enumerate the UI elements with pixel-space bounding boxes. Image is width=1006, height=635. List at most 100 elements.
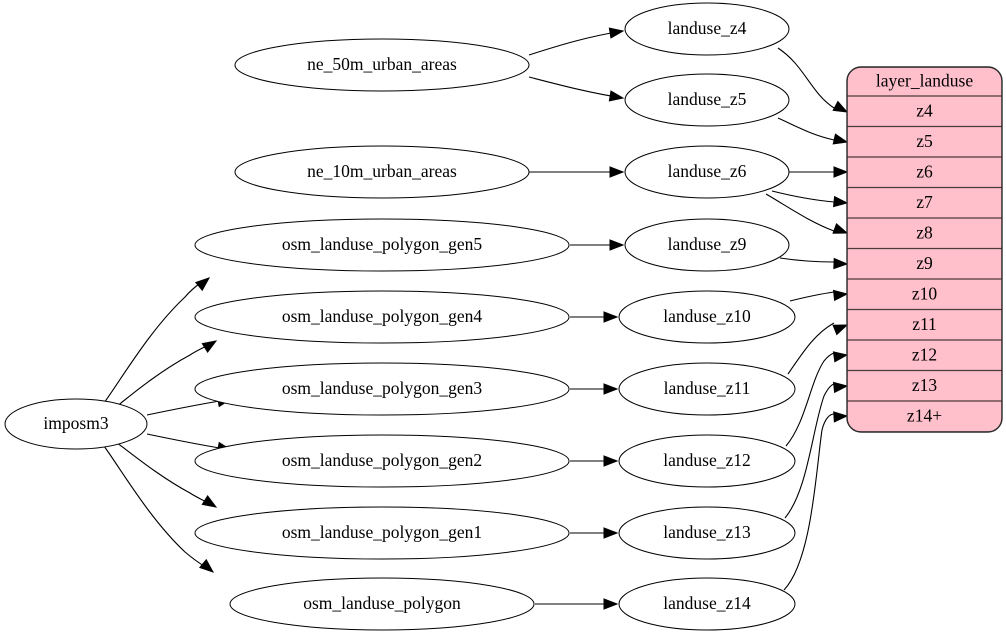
arrowhead-row_z14 [833,411,849,423]
layer-table-background [847,67,1002,432]
node-shape-osm_landuse_polygon_gen2 [194,434,570,488]
node-label-osm_landuse_polygon_gen3: osm_landuse_polygon_gen3 [282,378,483,398]
node-landuse_z5[interactable]: landuse_z5 [624,73,790,127]
layer-table-row-z7[interactable]: z7 [916,192,933,212]
node-label-imposm3: imposm3 [43,413,108,433]
edge-landuse_z5-to-row_z5 [777,117,835,141]
node-shape-landuse_z12 [618,434,796,488]
layer-table-row-z8[interactable]: z8 [916,222,933,242]
edge-landuse_z14-to-row_z14 [783,413,835,591]
node-label-landuse_z10: landuse_z10 [663,306,751,326]
arrowhead-landuse_z14 [603,598,619,610]
layer-table-row-z11[interactable]: z11 [912,314,937,334]
arrowhead-landuse_z5 [608,90,625,102]
arrowhead-row_z11 [832,324,849,336]
node-label-osm_landuse_polygon_gen5: osm_landuse_polygon_gen5 [282,234,483,254]
edge-landuse_z9-to-row_z9 [779,257,835,263]
node-shape-landuse_z5 [624,73,790,127]
node-landuse_z14[interactable]: landuse_z14 [618,577,796,631]
node-landuse_z4[interactable]: landuse_z4 [624,2,790,56]
arrowhead-landuse_z13 [603,527,619,539]
layer-table-row-z14plus[interactable]: z14+ [907,405,942,425]
layer-table-row-z9[interactable]: z9 [916,253,933,273]
layer-table-border [846,66,1003,433]
node-osm_landuse_polygon_gen1[interactable]: osm_landuse_polygon_gen1 [194,506,570,560]
edge-landuse_z6-to-row_z7 [771,190,835,203]
node-landuse_z10[interactable]: landuse_z10 [618,290,796,344]
node-osm_landuse_polygon_gen3[interactable]: osm_landuse_polygon_gen3 [194,362,570,416]
edge-landuse_z10-to-row_z10 [789,291,835,302]
arrowhead-row_z5 [832,133,849,145]
node-label-landuse_z5: landuse_z5 [668,89,747,109]
edge-imposm3-to-osm_landuse_polygon_gen5 [103,280,204,404]
arrowhead-landuse_z11 [603,383,619,395]
edge-imposm3-to-osm_landuse_polygon_gen2 [146,433,226,450]
arrowhead-osm_landuse_polygon [198,558,215,573]
node-imposm3[interactable]: imposm3 [4,398,148,450]
node-osm_landuse_polygon_gen5[interactable]: osm_landuse_polygon_gen5 [194,218,570,272]
node-label-landuse_z6: landuse_z6 [668,161,747,181]
node-landuse_z6[interactable]: landuse_z6 [624,145,790,199]
node-shape-landuse_z9 [624,218,790,272]
node-shape-landuse_z4 [624,2,790,56]
arrowhead-osm_landuse_polygon_gen1 [201,494,218,508]
node-shape-ne_10m_urban_areas [234,145,530,199]
node-landuse_z12[interactable]: landuse_z12 [618,434,796,488]
arrowhead-row_z10 [832,289,849,302]
edge-imposm3-to-osm_landuse_polygon_gen3 [146,399,226,416]
node-osm_landuse_polygon_gen2[interactable]: osm_landuse_polygon_gen2 [194,434,570,488]
edge-landuse_z6-to-row_z8 [765,193,835,232]
node-label-landuse_z11: landuse_z11 [664,378,751,398]
arrowhead-landuse_z9 [609,239,625,251]
node-landuse_z9[interactable]: landuse_z9 [624,218,790,272]
arrowhead-row_z4 [832,100,849,113]
node-label-landuse_z13: landuse_z13 [663,522,751,542]
node-label-ne_50m_urban_areas: ne_50m_urban_areas [307,54,457,74]
layer-table-row-z4[interactable]: z4 [916,100,933,120]
node-label-osm_landuse_polygon_gen2: osm_landuse_polygon_gen2 [282,450,482,470]
node-osm_landuse_polygon[interactable]: osm_landuse_polygon [229,577,535,631]
edge-landuse_z11-to-row_z11 [787,322,835,375]
arrowhead-row_z8 [832,223,849,234]
node-ne_50m_urban_areas[interactable]: ne_50m_urban_areas [234,38,530,92]
edge-landuse_z13-to-row_z13 [784,383,835,519]
arrowhead-landuse_z10 [603,311,619,323]
arrowhead-osm_landuse_polygon_gen4 [201,340,218,354]
edge-imposm3-to-osm_landuse_polygon [103,445,208,569]
node-landuse_z13[interactable]: landuse_z13 [618,506,796,560]
node-shape-osm_landuse_polygon [229,577,535,631]
arrowhead-row_z12 [832,351,849,363]
nodes-layer: imposm3 ne_50m_urban_areas ne_10m_urban_ar… [4,2,796,631]
node-label-landuse_z14: landuse_z14 [663,593,751,613]
edge-landuse_z12-to-row_z12 [785,352,835,447]
node-label-landuse_z4: landuse_z4 [668,18,747,38]
edge-imposm3-to-osm_landuse_polygon_gen4 [115,343,211,408]
edge-imposm3-to-osm_landuse_polygon_gen1 [115,441,211,505]
node-shape-osm_landuse_polygon_gen1 [194,506,570,560]
node-osm_landuse_polygon_gen4[interactable]: osm_landuse_polygon_gen4 [194,290,570,344]
node-label-landuse_z9: landuse_z9 [668,234,747,254]
arrowhead-landuse_z12 [603,455,619,467]
node-label-ne_10m_urban_areas: ne_10m_urban_areas [307,161,457,181]
arrowhead-row_z7 [832,195,849,208]
layer-table-row-z10[interactable]: z10 [912,283,938,303]
arrowhead-row_z13 [832,381,849,394]
node-shape-landuse_z10 [618,290,796,344]
node-landuse_z11[interactable]: landuse_z11 [618,362,796,416]
node-shape-imposm3 [4,398,148,450]
node-shape-osm_landuse_polygon_gen4 [194,290,570,344]
arrowhead-landuse_z6 [609,166,625,178]
edge-ne_50m_urban_areas-to-landuse_z5 [528,76,624,99]
layer-table-row-z13[interactable]: z13 [912,375,938,395]
arrowhead-osm_landuse_polygon_gen5 [194,277,211,292]
node-shape-osm_landuse_polygon_gen5 [194,218,570,272]
layer-landuse-table: layer_landuse z4 z5 z6 z7 z8 z9 z10 z11 z12 z13 z14… [846,66,1003,433]
layer-table-header-label: layer_landuse [876,71,973,91]
layer-table-row-z12[interactable]: z12 [912,344,937,364]
node-ne_10m_urban_areas[interactable]: ne_10m_urban_areas [234,145,530,199]
node-shape-landuse_z6 [624,145,790,199]
layer-table-row-z5[interactable]: z5 [916,131,933,151]
layer-table-row-z6[interactable]: z6 [916,161,933,181]
node-label-osm_landuse_polygon: osm_landuse_polygon [303,593,461,613]
arrowhead-row_z9 [833,257,849,270]
